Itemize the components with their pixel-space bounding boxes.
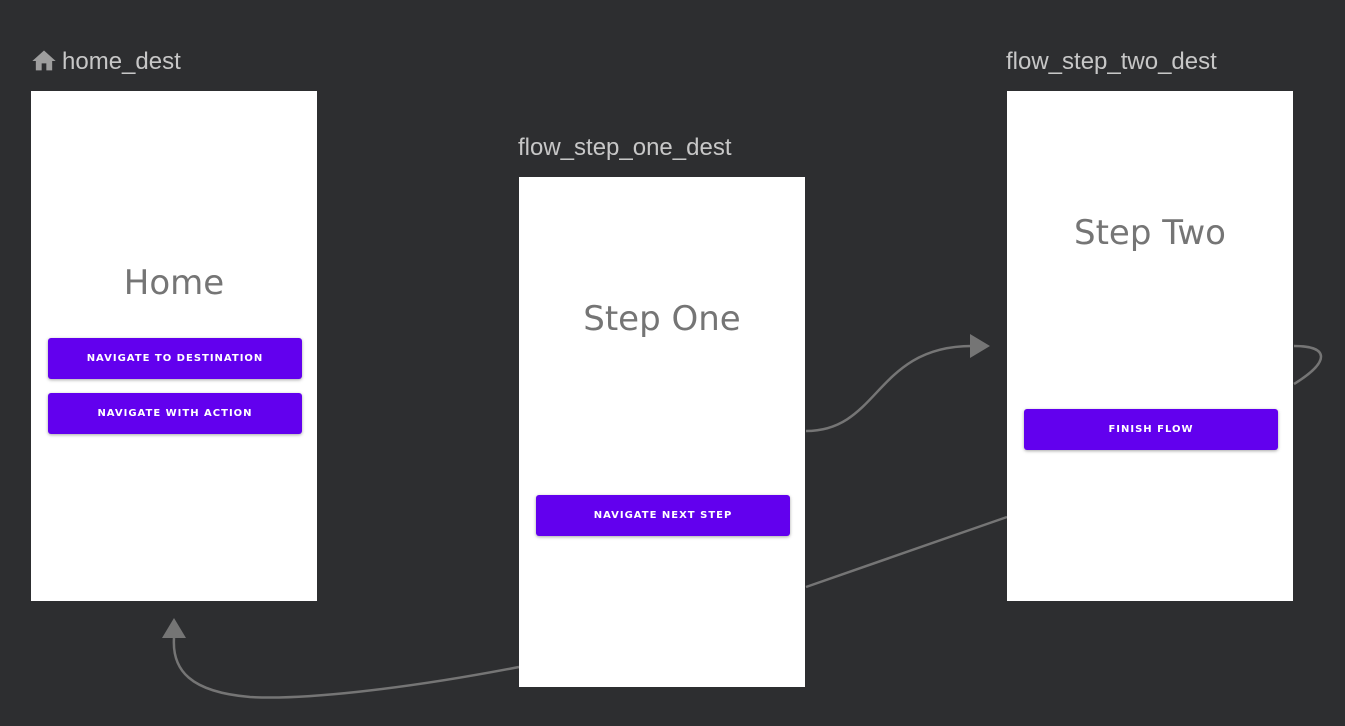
arrow-step-one-to-step-two[interactable] [805,344,973,433]
home-icon [32,50,56,71]
arrow-finish-to-home[interactable] [172,515,1008,699]
step-one-screen[interactable]: Step One NAVIGATE NEXT STEP [519,177,805,687]
home-title: Home [123,263,225,303]
step-two-dest-label[interactable]: flow_step_two_dest [1006,48,1217,75]
navigate-next-step-button[interactable]: NAVIGATE NEXT STEP [536,495,790,536]
step-one-title: Step One [583,299,741,339]
navigate-to-destination-button[interactable]: NAVIGATE TO DESTINATION [48,338,302,379]
step-two-title: Step Two [1074,213,1226,253]
navigate-with-action-button[interactable]: NAVIGATE WITH ACTION [48,393,302,434]
home-screen[interactable]: Home NAVIGATE TO DESTINATION NAVIGATE WI… [31,91,317,601]
arrow-step-two-self-loop[interactable] [1293,344,1323,386]
arrowhead-step-two [970,334,990,358]
step-one-dest-label[interactable]: flow_step_one_dest [518,134,732,161]
arrowhead-home [162,618,186,638]
step-two-screen[interactable]: Step Two FINISH FLOW [1007,91,1293,601]
finish-flow-button[interactable]: FINISH FLOW [1024,409,1278,450]
home-dest-label[interactable]: home_dest [62,48,181,75]
